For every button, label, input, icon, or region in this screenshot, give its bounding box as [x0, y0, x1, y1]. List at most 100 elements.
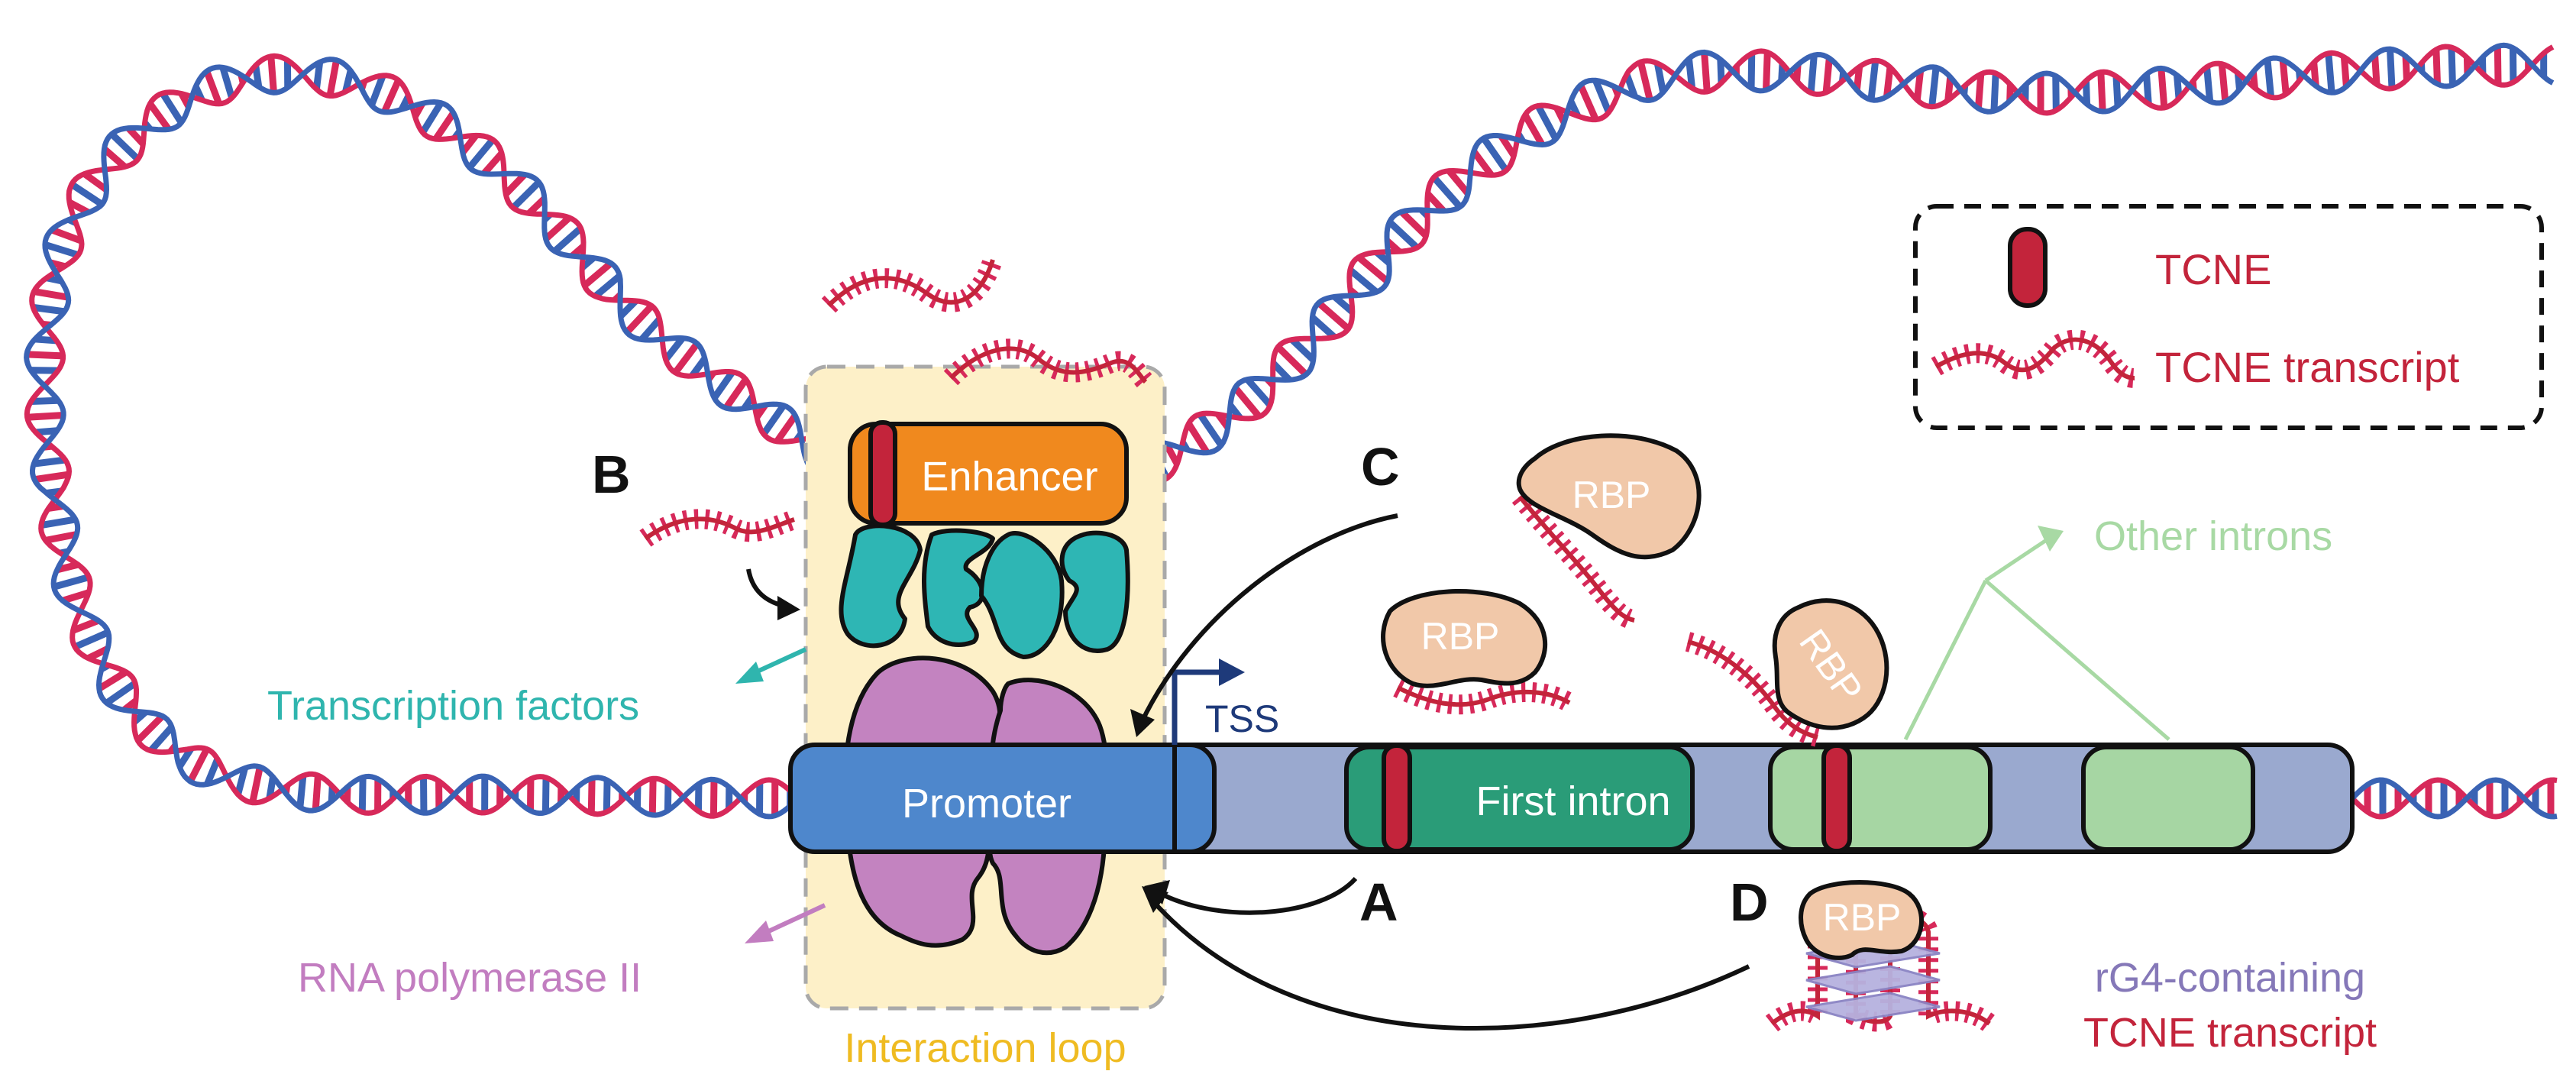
- dna-base-pair: [1913, 70, 1925, 101]
- dna-base-pair: [61, 589, 90, 604]
- dna-base-pair: [44, 531, 78, 544]
- legend-tcne-transcript-label: TCNE transcript: [2155, 343, 2460, 391]
- dna-base-pair: [432, 111, 457, 141]
- arrow-a: [1159, 876, 1358, 915]
- other-introns-pointer: [1903, 532, 2170, 741]
- tcne-marker-enhancer: [868, 420, 897, 527]
- tf-shape-3: [979, 531, 1065, 659]
- dna-base-pair: [1446, 168, 1471, 196]
- tf-pointer: [751, 647, 807, 676]
- dna-base-pair: [53, 574, 90, 591]
- rbp-label-1: RBP: [1572, 474, 1651, 516]
- dna-base-pair: [587, 778, 596, 814]
- tcne-transcript-free-b-core: [644, 516, 795, 541]
- tss-arrowhead: [1219, 658, 1245, 686]
- dna-base-pair: [503, 172, 528, 197]
- dna-base-pair: [711, 370, 735, 400]
- dna-base-pair: [1162, 442, 1181, 466]
- dna-base-pair: [266, 776, 276, 799]
- dna-base-pair: [33, 456, 66, 468]
- dna-base-pair: [82, 170, 109, 193]
- dna-base-pair: [1522, 113, 1546, 147]
- dna-base-pair: [1498, 134, 1517, 158]
- arrow-c: [1139, 513, 1398, 723]
- rna-polymerase-label: RNA polymerase II: [298, 955, 642, 1001]
- legend-tcne-swatch: [2008, 227, 2048, 308]
- dna-double-helix: [24, 42, 2558, 820]
- tss-arrow: [1172, 669, 1222, 745]
- dna-base-pair: [1653, 63, 1667, 93]
- promoter-label: Promoter: [902, 781, 1071, 827]
- tcne-marker-other-intron: [1821, 743, 1852, 853]
- dna-base-pair: [32, 303, 66, 315]
- dna-base-pair: [1807, 54, 1818, 93]
- dna-base-pair: [160, 91, 185, 125]
- tcne-transcript-free-2-core: [949, 346, 1148, 384]
- other-introns-label: Other introns: [2094, 513, 2332, 559]
- dna-right-tail: [2350, 777, 2558, 820]
- dna-base-pair: [125, 125, 146, 147]
- tcne-transcript-rg4-core: [1770, 915, 1991, 1026]
- enhancer-box: [848, 422, 1129, 526]
- dna-base-pair: [147, 102, 172, 132]
- dna-base-pair: [86, 646, 109, 662]
- dna-base-pair: [368, 74, 386, 107]
- dna-base-pair: [358, 777, 367, 813]
- dna-base-pair: [1747, 53, 1756, 89]
- dna-base-pair: [1853, 66, 1863, 91]
- dna-base-pair: [56, 561, 79, 574]
- dna-base-pair: [97, 668, 128, 692]
- dna-base-pair: [1867, 60, 1879, 101]
- dna-base-pair: [219, 66, 235, 99]
- legend-tcne-transcript-swatch-core: [1934, 337, 2135, 380]
- dna-base-pair: [1471, 149, 1495, 177]
- rbp-label-2: RBP: [1421, 615, 1500, 658]
- dna-base-pair: [326, 59, 340, 97]
- dna-loop-left: [24, 53, 851, 820]
- dna-strand-2: [24, 57, 848, 820]
- dna-base-pair: [2097, 72, 2106, 112]
- rg4-label-line2: TCNE transcript: [2083, 1010, 2377, 1056]
- tss-label: TSS: [1205, 697, 1279, 740]
- dna-base-pair: [541, 777, 550, 813]
- interaction-loop-label: Interaction loop: [844, 1025, 1126, 1071]
- dna-base-pair: [552, 225, 583, 254]
- dna-base-pair: [102, 146, 128, 170]
- dna-base-pair: [204, 757, 221, 786]
- rg4-label-line1: rG4-containing: [2095, 955, 2365, 1001]
- dna-base-pair: [71, 617, 100, 634]
- dna-base-pair: [1244, 377, 1273, 408]
- dna-base-pair: [1990, 73, 1999, 112]
- enhancer-label: Enhancer: [921, 454, 1097, 500]
- dna-base-pair: [1347, 267, 1379, 295]
- other-introns-arrowhead: [2038, 526, 2064, 552]
- dna-base-pair: [1701, 52, 1711, 92]
- dna-base-pair: [1310, 315, 1337, 340]
- dna-base-pair: [33, 288, 69, 301]
- dna-base-pair: [481, 150, 505, 176]
- dna-base-pair: [672, 341, 700, 375]
- dna-base-pair: [1232, 385, 1262, 419]
- dna-base-pair: [1480, 136, 1509, 173]
- tf-shape-4: [1059, 530, 1130, 653]
- dna-base-pair: [633, 785, 642, 807]
- dna-base-pair: [312, 61, 324, 90]
- dna-base-pair: [2325, 53, 2335, 93]
- dna-base-pair: [1356, 254, 1390, 284]
- dna-base-pair: [234, 767, 248, 796]
- dna-strand-2: [1127, 42, 2555, 475]
- dna-base-pair: [689, 356, 708, 378]
- tcne-transcript-free-1-core: [826, 259, 995, 308]
- dna-base-pair: [510, 180, 541, 211]
- dna-base-pair: [1387, 219, 1420, 251]
- dna-base-pair: [1534, 104, 1559, 141]
- tf-shape-1: [839, 523, 923, 649]
- dna-base-pair: [105, 680, 137, 706]
- rbp-shape-2: [1381, 588, 1547, 688]
- dna-base-pair: [1270, 361, 1292, 383]
- tf-shape-2: [922, 528, 995, 647]
- tcne-marker-first-intron: [1382, 743, 1412, 853]
- tcne-transcript-rbp-2-core: [1396, 685, 1571, 707]
